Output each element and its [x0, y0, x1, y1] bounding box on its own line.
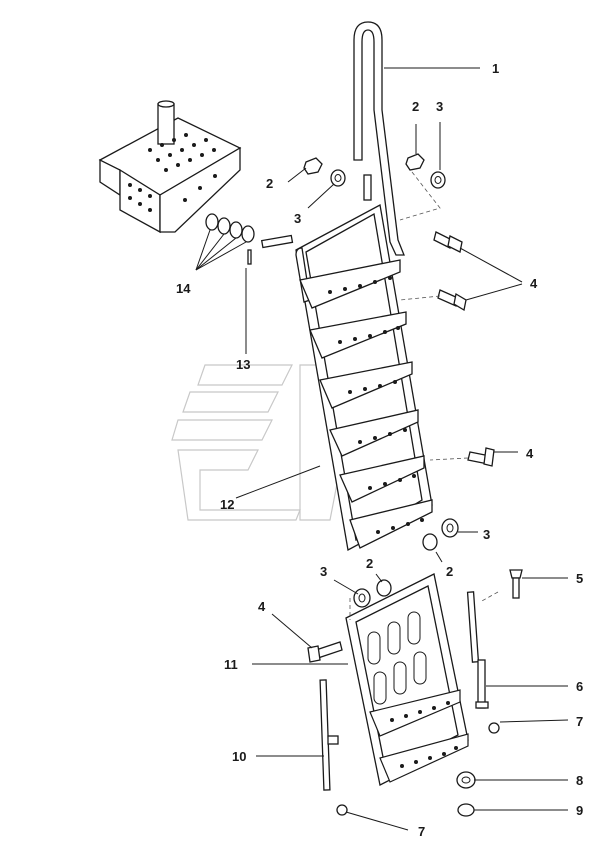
assembly-lines — [349, 171, 499, 620]
callout-2: 2 — [446, 564, 453, 579]
nut-2-lower — [376, 579, 392, 597]
callout-7: 7 — [418, 824, 425, 839]
washer-3-top — [430, 171, 446, 189]
platform-bracket — [98, 100, 242, 234]
callout-3: 3 — [436, 99, 443, 114]
callout-10: 10 — [232, 749, 246, 764]
bolt-4-d — [307, 641, 343, 663]
callout-2: 2 — [412, 99, 419, 114]
leader-lines — [195, 67, 569, 831]
callout-3: 3 — [294, 211, 301, 226]
rail-10 — [319, 679, 339, 791]
washer-3-lower — [353, 588, 371, 608]
pin-13 — [247, 249, 252, 265]
tread-holes-lower — [390, 701, 458, 768]
callout-14: 14 — [176, 281, 191, 296]
washer-8 — [456, 771, 476, 789]
callout-1: 1 — [492, 61, 499, 76]
callout-12: 12 — [220, 497, 234, 512]
bracket-holes — [128, 133, 217, 212]
callout-3: 3 — [483, 527, 490, 542]
callout-2: 2 — [266, 176, 273, 191]
nut-2-mid — [422, 533, 438, 551]
bolt-5 — [509, 569, 523, 599]
nut-2-top — [405, 153, 425, 171]
cap-7-right — [488, 722, 500, 734]
callout-2: 2 — [366, 556, 373, 571]
washer-3-mid — [441, 518, 459, 538]
lower-ladder-11 — [345, 573, 469, 786]
callout-5: 5 — [576, 571, 583, 586]
callout-7: 7 — [576, 714, 583, 729]
callout-6: 6 — [576, 679, 583, 694]
rail-6 — [466, 591, 489, 709]
callout-8: 8 — [576, 773, 583, 788]
cap-7-bottom — [336, 804, 348, 816]
nut-2-left — [303, 157, 323, 175]
bolt-4-c — [467, 447, 495, 467]
callout-4: 4 — [258, 599, 266, 614]
callout-13: 13 — [236, 357, 250, 372]
callout-9: 9 — [576, 803, 583, 818]
nut-9 — [457, 803, 475, 817]
callout-11: 11 — [224, 657, 238, 672]
callout-labels: 1 2 3 2 3 4 14 13 4 12 3 2 3 2 5 4 11 6 … — [176, 61, 583, 839]
callout-4: 4 — [526, 446, 534, 461]
bolt-4-a — [433, 231, 463, 253]
handrail-1 — [353, 21, 405, 256]
bolt-4-b — [437, 289, 467, 312]
washer-3-left — [330, 169, 346, 187]
callout-3: 3 — [320, 564, 327, 579]
washer-set-14 — [205, 213, 255, 243]
callout-4: 4 — [530, 276, 538, 291]
upper-ladder — [260, 204, 433, 551]
tread-holes-upper — [328, 276, 424, 534]
